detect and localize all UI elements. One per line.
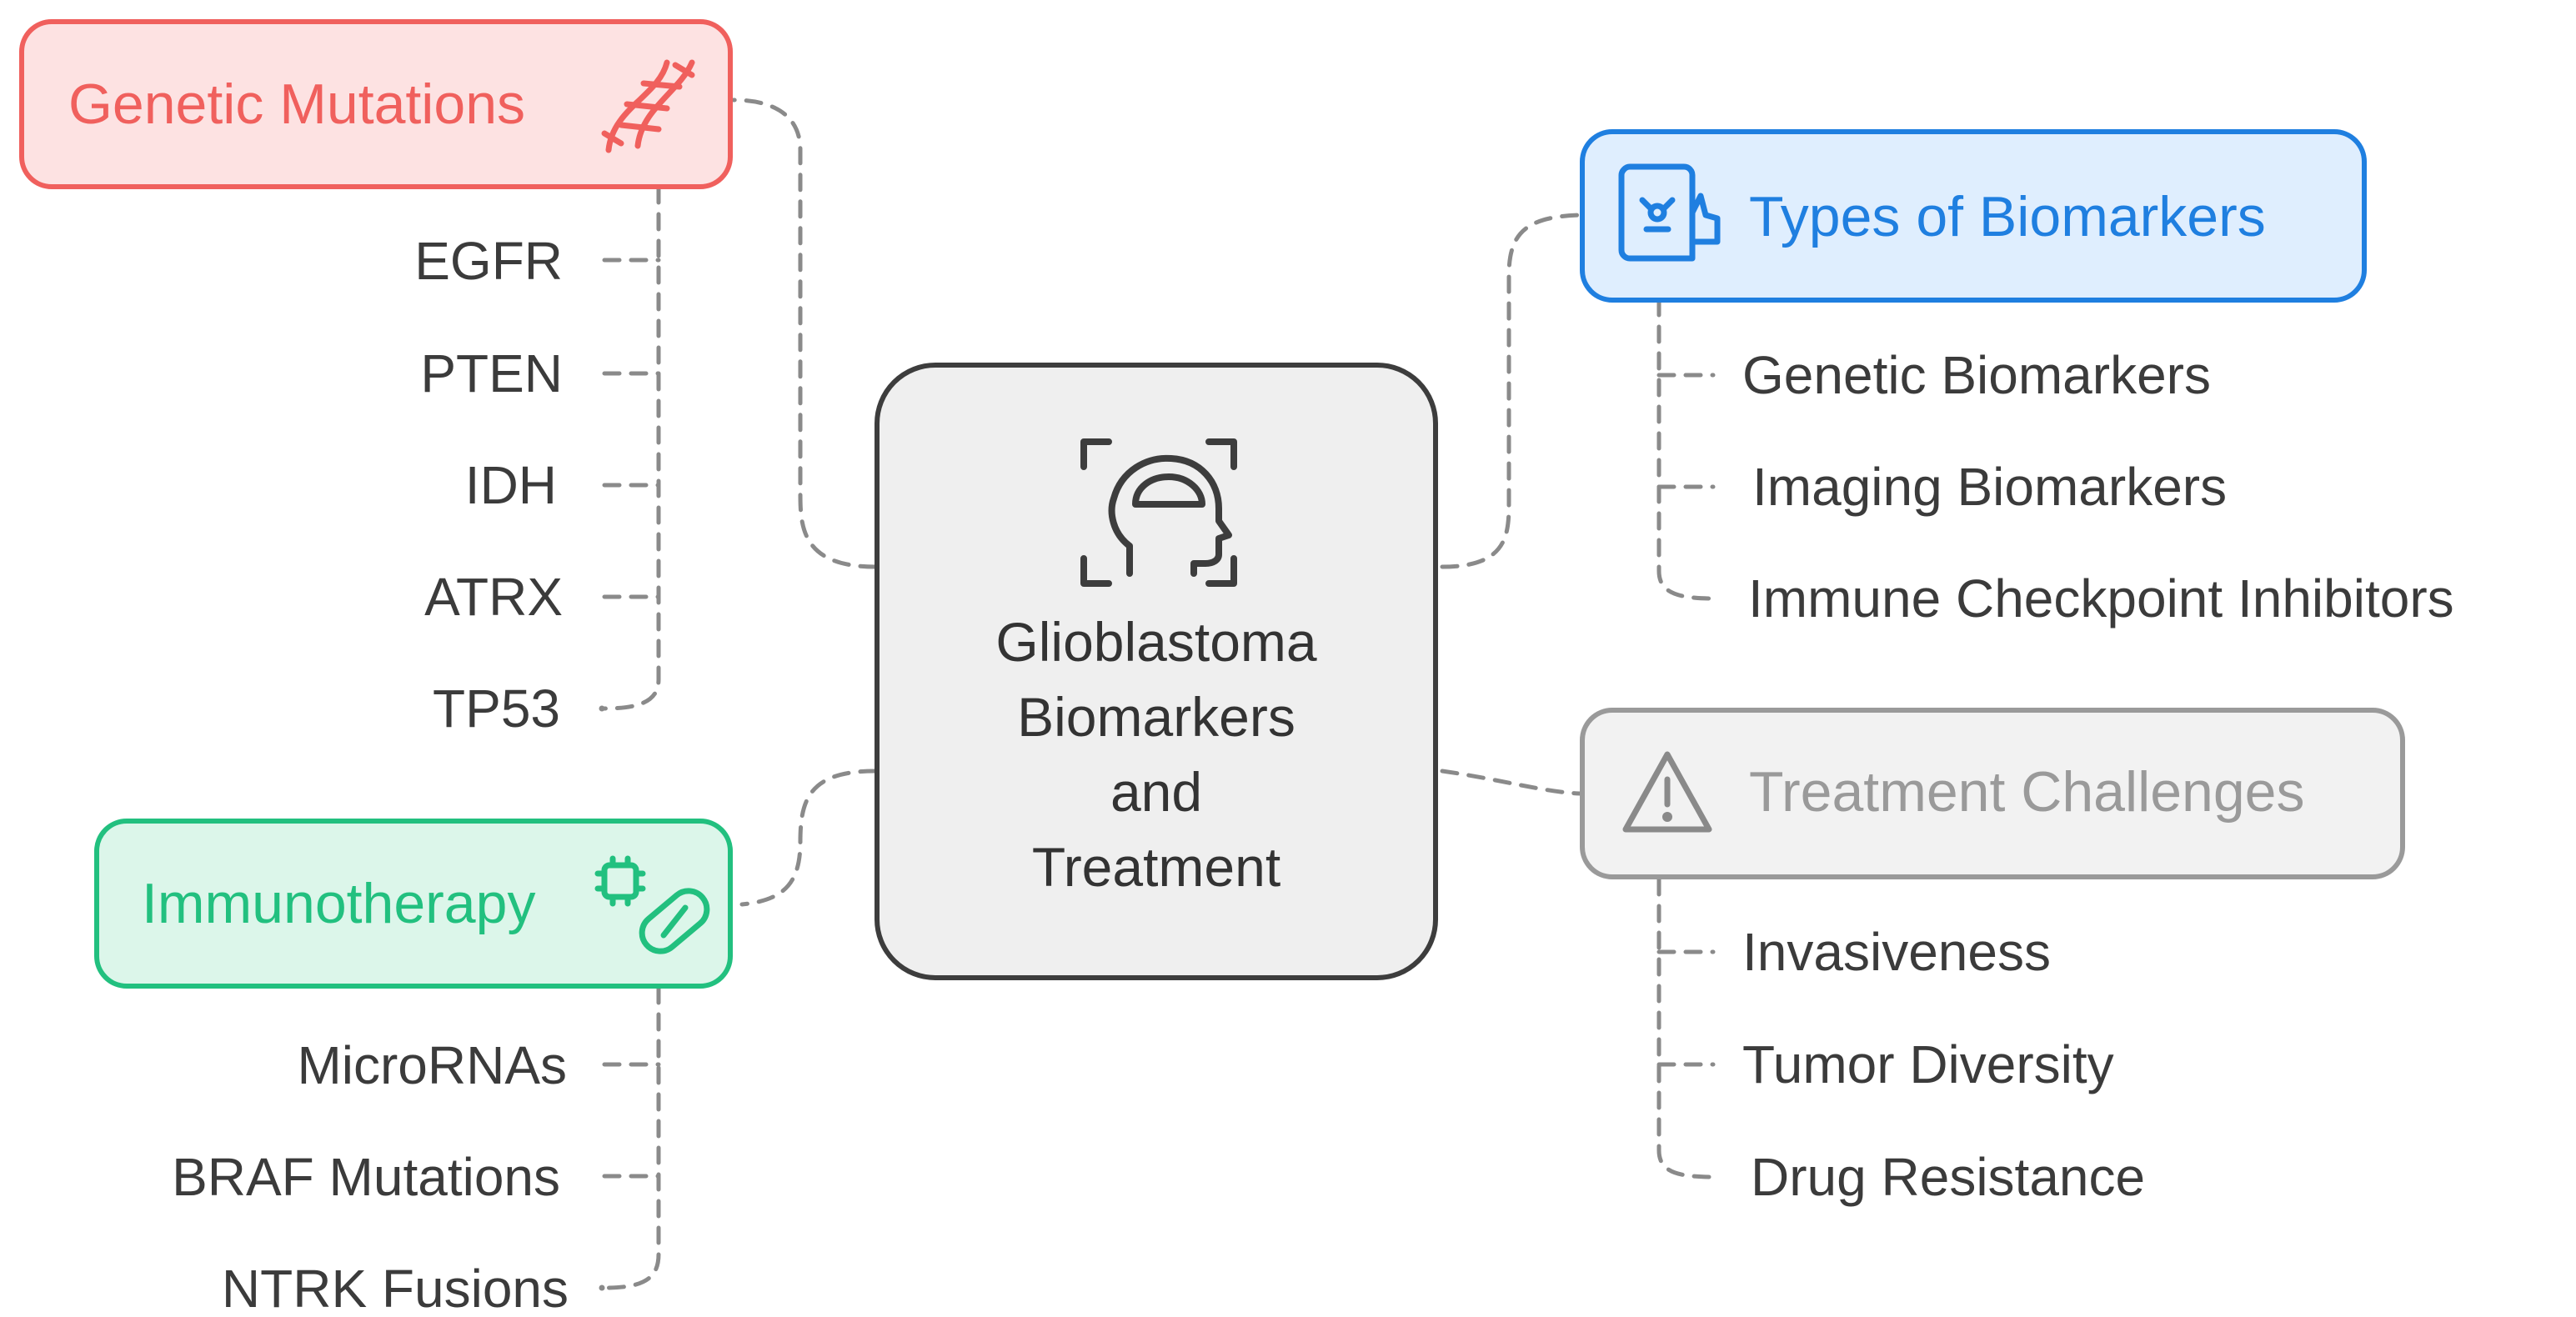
connector-genetic-mutations-trunk <box>602 185 661 711</box>
genetic-mutations-items: EGFR PTEN IDH ATRX TP53 <box>414 231 563 739</box>
leaf-genetic-biomarkers: Genetic Biomarkers <box>1742 345 2211 405</box>
biomarker-report-icon <box>1618 163 1721 262</box>
center-title-line-2: Biomarkers <box>1017 686 1296 748</box>
center-node[interactable]: Glioblastoma Biomarkers and Treatment <box>875 363 1438 980</box>
tp53-connector-dot <box>599 705 605 712</box>
center-title-line-1: Glioblastoma <box>995 611 1316 673</box>
leaf-invasiveness: Invasiveness <box>1742 922 2051 982</box>
immunotherapy-node[interactable]: Immunotherapy <box>94 819 733 989</box>
connector-center-types-of-biomarkers <box>1440 213 1582 569</box>
connector-treatment-challenges-trunk <box>1656 877 1716 1179</box>
ntrk-connector-dot <box>599 1284 605 1291</box>
types-of-biomarkers-items: Genetic Biomarkers Imaging Biomarkers Im… <box>1742 345 2454 628</box>
leaf-egfr: EGFR <box>414 231 563 291</box>
connectors <box>602 98 1716 1290</box>
immunotherapy-items: MicroRNAs BRAF Mutations NTRK Fusions <box>172 1035 569 1317</box>
dna-icon <box>601 59 695 153</box>
center-title-line-4: Treatment <box>1032 836 1280 898</box>
leaf-imaging-biomarkers: Imaging Biomarkers <box>1752 457 2227 517</box>
connector-center-treatment-challenges <box>1440 769 1582 796</box>
leaf-ntrk-fusions: NTRK Fusions <box>222 1259 569 1317</box>
leaf-tp53: TP53 <box>433 679 560 739</box>
leaf-atrx: ATRX <box>424 567 563 627</box>
immunotherapy-label: Immunotherapy <box>142 872 535 935</box>
connector-immunotherapy-trunk <box>602 985 661 1290</box>
connector-center-immunotherapy <box>739 769 878 907</box>
leaf-braf-mutations: BRAF Mutations <box>172 1147 560 1207</box>
leaf-drug-resistance: Drug Resistance <box>1751 1147 2145 1207</box>
treatment-challenges-node[interactable]: Treatment Challenges <box>1580 708 2405 879</box>
types-of-biomarkers-node[interactable]: Types of Biomarkers <box>1580 129 2367 303</box>
connector-types-of-biomarkers-trunk <box>1656 298 1716 601</box>
types-of-biomarkers-label: Types of Biomarkers <box>1749 185 2266 248</box>
leaf-pten: PTEN <box>420 343 563 403</box>
genetic-mutations-label: Genetic Mutations <box>68 73 525 136</box>
leaf-micrornas: MicroRNAs <box>297 1035 567 1095</box>
treatment-challenges-label: Treatment Challenges <box>1749 760 2305 824</box>
brain-head-scan-icon <box>1080 438 1237 587</box>
pill-capsule-icon <box>594 855 710 954</box>
genetic-mutations-node[interactable]: Genetic Mutations <box>19 19 733 189</box>
leaf-idh: IDH <box>465 455 557 515</box>
treatment-challenges-items: Invasiveness Tumor Diversity Drug Resist… <box>1742 922 2145 1207</box>
leaf-tumor-diversity: Tumor Diversity <box>1742 1034 2114 1094</box>
center-title-line-3: and <box>1110 761 1202 823</box>
warning-triangle-icon <box>1622 751 1712 833</box>
leaf-immune-checkpoint-inhibitors: Immune Checkpoint Inhibitors <box>1748 568 2454 628</box>
connector-center-genetic-mutations <box>731 98 878 569</box>
